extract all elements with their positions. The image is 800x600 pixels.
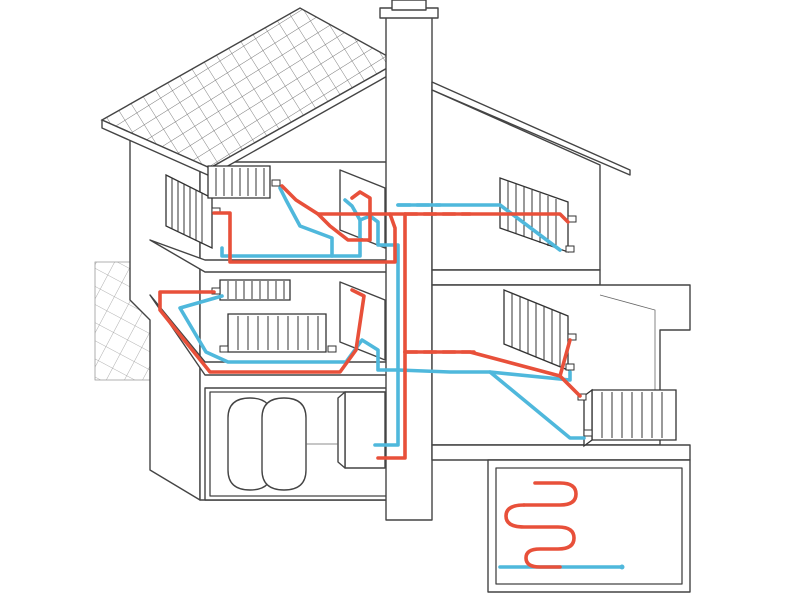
- wall-panels: [339, 169, 386, 361]
- radiator-middle-front: [219, 313, 337, 353]
- radiator-right-wing-upper: [503, 289, 577, 371]
- underfloor-heating-icon: [619, 564, 625, 570]
- storage-tank-icon: [227, 397, 338, 491]
- chimney: [379, 0, 439, 521]
- boiler-icon: [337, 391, 386, 469]
- radiator-upper-left: [165, 173, 221, 250]
- supply-pipes: [158, 184, 582, 569]
- radiator-upper-back: [207, 165, 281, 199]
- radiator-middle-back: [211, 279, 291, 301]
- radiator-right-wing-lower: [577, 388, 677, 448]
